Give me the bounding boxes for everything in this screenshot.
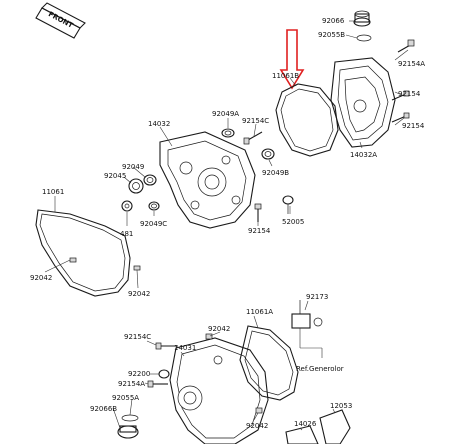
dowel-pins-92042-lower [205,333,263,414]
pin-52005 [282,195,294,214]
label-11061b: 11061B [272,72,299,80]
label-14032a: 14032A [350,151,377,159]
bearing-92045 [128,178,144,194]
label-92042-left: 92042 [30,274,52,282]
cover-14026 [285,425,319,444]
oil-filler-cap [353,10,372,42]
label-92042-center: 92042 [208,325,230,333]
front-direction-tag: FRONT [35,2,86,39]
chain-guide-12053 [319,409,351,444]
seal-92049b [261,148,275,160]
label-92066b: 92066B [90,405,117,413]
label-92045: 92045 [104,172,126,180]
label-92049c: 92049C [140,220,167,228]
label-ref-generator: Ref.Generolor [296,365,344,373]
gasket-11061a [239,325,299,401]
bolt-92154-right-a [391,90,410,101]
plug-92066b [117,425,139,439]
label-14026: 14026 [294,420,317,428]
label-52005: 52005 [282,218,304,226]
label-92154c: 92154C [242,117,269,125]
clamp-92173 [291,300,323,358]
bolt-92154c-lower [155,342,178,350]
label-92173: 92173 [306,293,328,301]
gasket-11061 [35,209,131,297]
label-92042-lower: 92042 [246,422,268,430]
label-12053: 12053 [330,402,352,410]
highlight-arrow-icon [279,29,305,90]
pin-481 [121,200,133,212]
label-11061a: 11061A [246,308,273,316]
seal-92200 [158,369,170,379]
label-92154a: 92154A [398,60,425,68]
seal-92049a [221,128,235,138]
bolt-92154-mid [254,203,262,222]
clutch-cover-14032a [330,57,396,148]
crankcase-cover-14032 [159,131,256,229]
label-92066: 92066 [322,17,345,25]
label-92055b: 92055B [318,31,345,39]
label-92049: 92049 [122,163,144,171]
label-92154a-lower: 92154A [118,380,145,388]
label-92042-mid: 92042 [128,290,150,298]
label-92049a: 92049A [212,110,239,118]
leader-lines [44,20,409,431]
label-92154-right-b: 92154 [402,122,425,130]
label-92200: 92200 [128,370,150,378]
bolt-92154-right-b [391,112,410,123]
label-92154-mid: 92154 [248,227,271,235]
label-92055a: 92055A [112,394,139,402]
label-11061: 11061 [42,188,64,196]
gasket-11061b [275,83,339,157]
seal-92049 [143,174,157,186]
label-92154-right-a: 92154 [398,90,421,98]
generator-cover-14031 [169,337,269,444]
front-tag-text: FRONT [47,10,75,30]
label-92154c-lower: 92154C [124,333,151,341]
bolt-92154a-lower [147,380,168,388]
oil-seal-92049c [148,201,160,211]
bolt-92154c [243,131,263,145]
o-ring-92055a [121,414,139,422]
label-92049b: 92049B [262,169,289,177]
label-14032: 14032 [148,120,170,128]
bolt-92154a-top [397,39,415,53]
label-14031: 14031 [174,344,196,352]
label-481: 481 [120,230,133,238]
